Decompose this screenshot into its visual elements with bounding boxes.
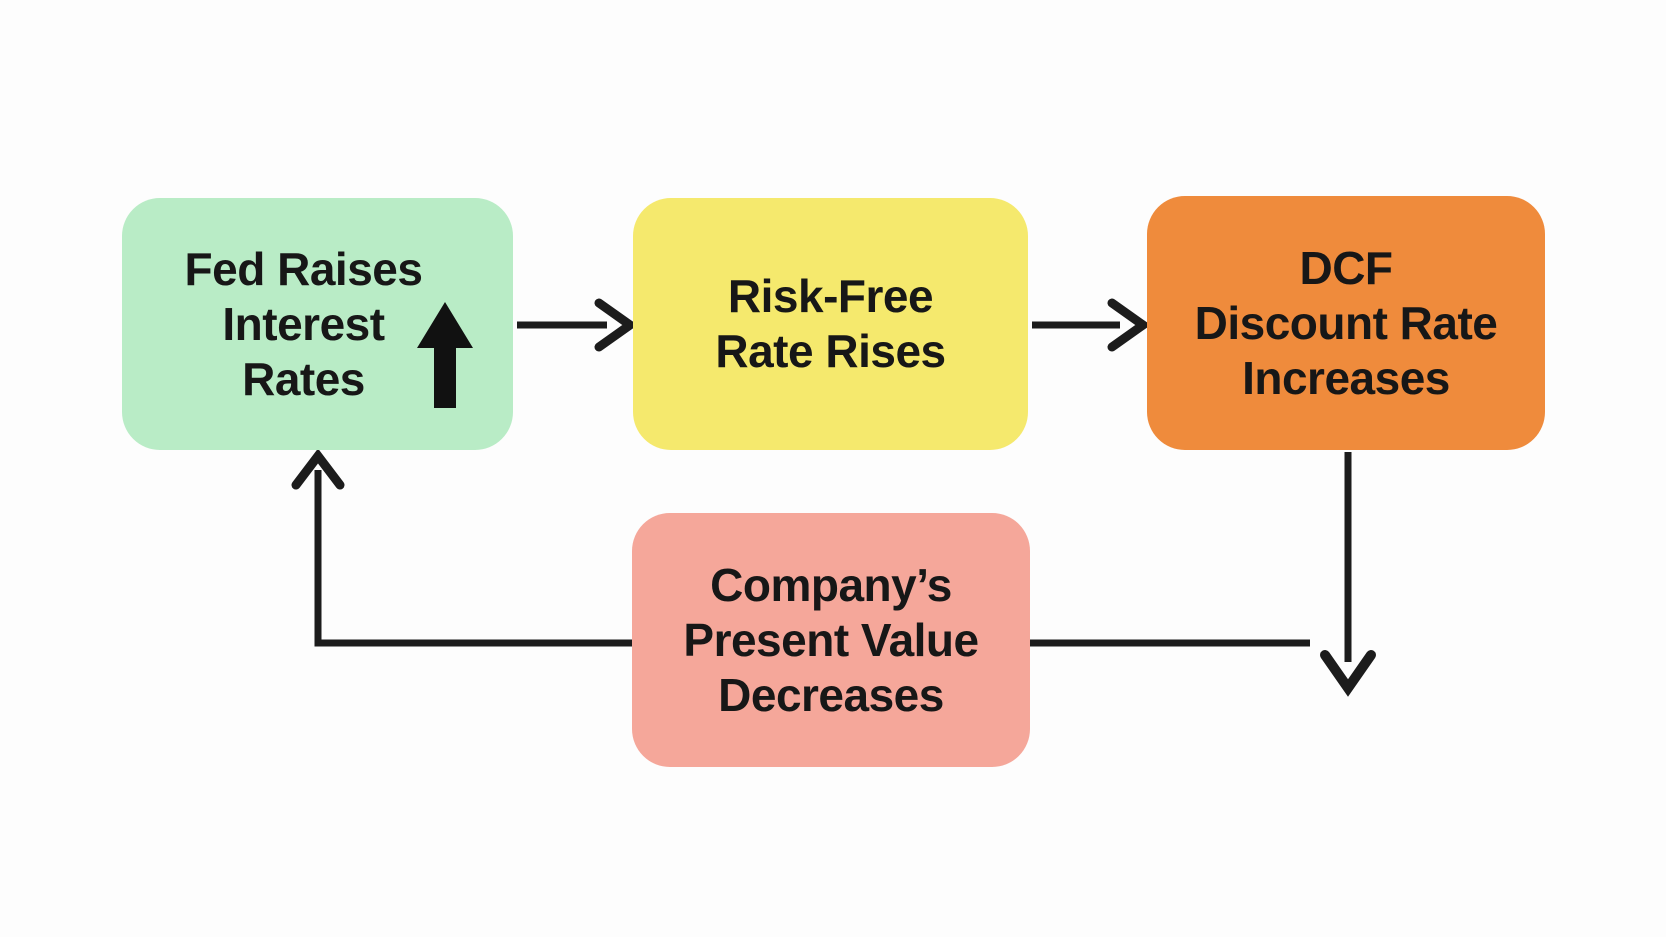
up-arrow-icon xyxy=(417,302,473,408)
node-present-value: Company’s Present Value Decreases xyxy=(632,513,1030,767)
node-risk-label: Risk-Free Rate Rises xyxy=(715,270,946,377)
arrow-fed-to-riskfree xyxy=(517,298,638,352)
node-dcf-discount-rate: DCF Discount Rate Increases xyxy=(1147,196,1545,450)
node-pv-label: Company’s Present Value Decreases xyxy=(683,558,979,721)
node-dcf-label: DCF Discount Rate Increases xyxy=(1194,241,1498,404)
node-risk-free-rate: Risk-Free Rate Rises xyxy=(633,198,1028,450)
arrow-riskfree-to-dcf xyxy=(1032,298,1151,352)
node-fed-raises-rates: Fed Raises Interest Rates xyxy=(122,198,513,450)
arrow-dcf-down xyxy=(1320,452,1376,697)
node-fed-label: Fed Raises Interest Rates xyxy=(184,242,423,405)
